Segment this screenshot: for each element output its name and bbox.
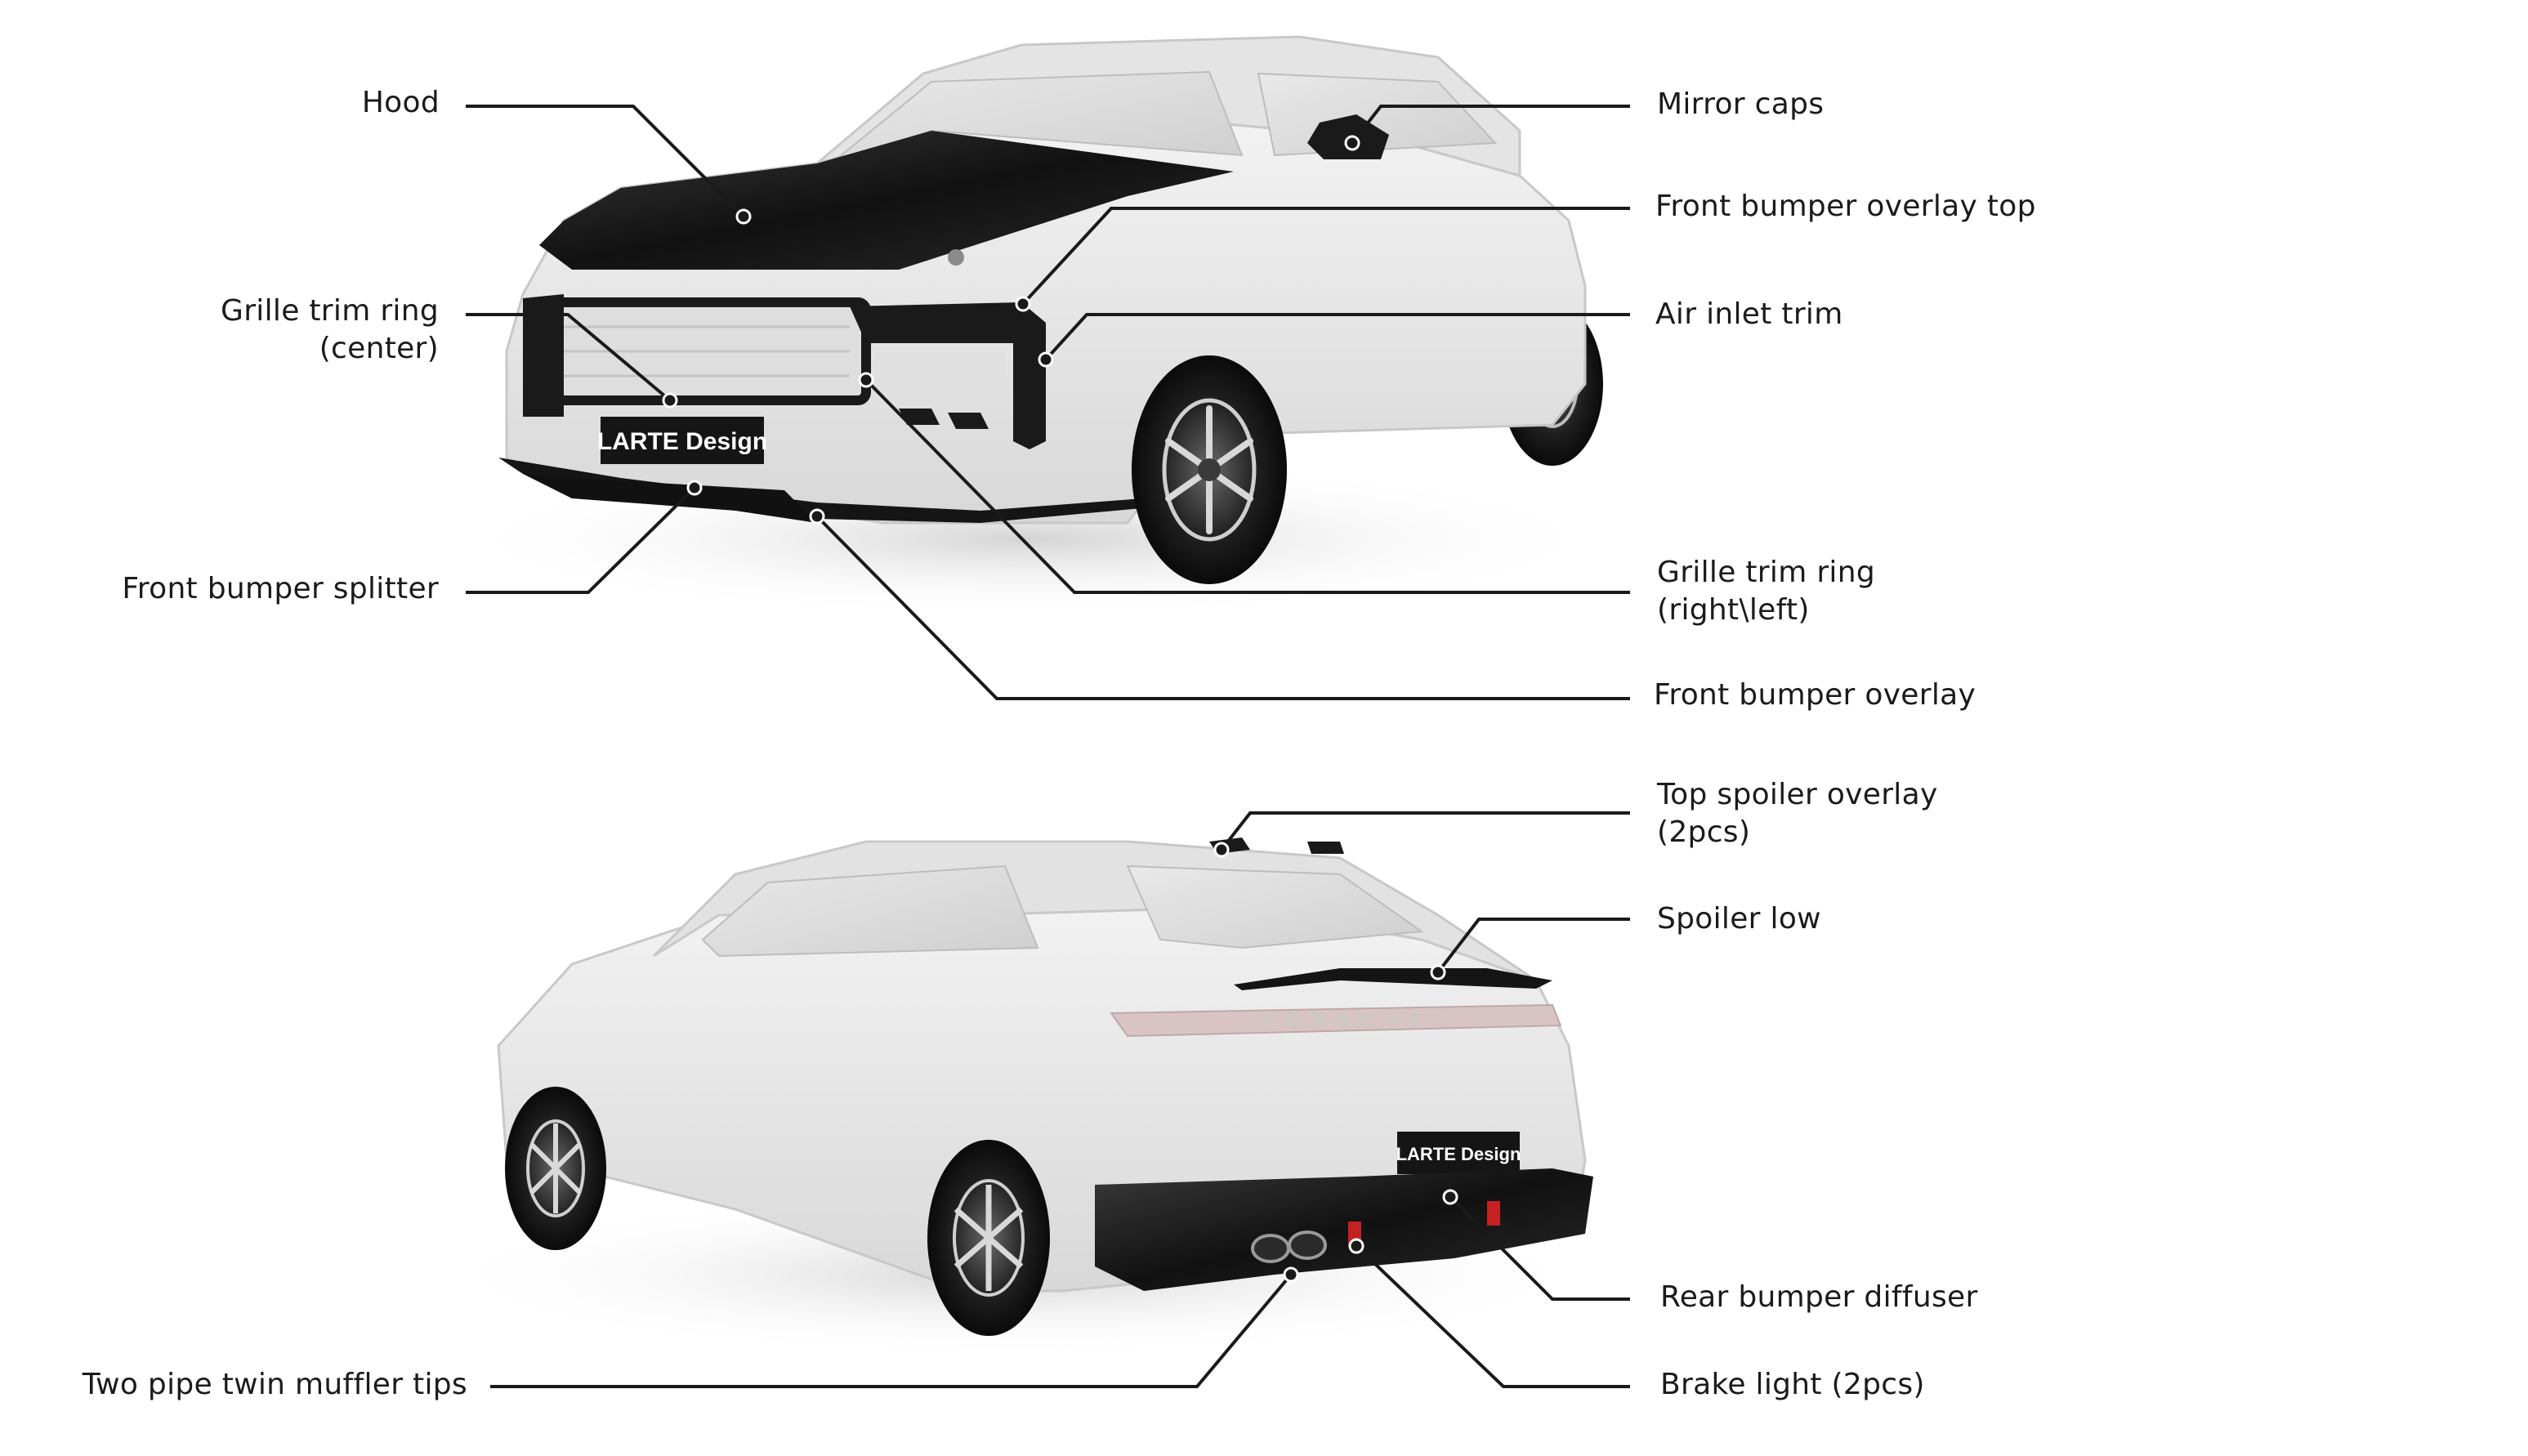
label-front-bumper-overlay-top: Front bumper overlay top <box>1655 190 2036 223</box>
front-car-front-wheel <box>1132 355 1287 584</box>
label-brake-light: Brake light (2pcs) <box>1660 1368 1925 1401</box>
rear-car-front-wheel <box>505 1087 606 1250</box>
leader-grille-center <box>466 313 672 402</box>
leader-front-bumper-overlay <box>815 515 1630 700</box>
front-car-hood <box>539 131 1234 270</box>
front-car-plate-text: LARTE Design <box>597 428 767 455</box>
rear-car-top-spoiler-2 <box>1307 842 1344 854</box>
label-top-spoiler-overlay: Top spoiler overlay (2pcs) <box>1657 778 1938 849</box>
rear-car-taillight <box>1110 1003 1562 1038</box>
rear-car: PORSCHE LARTE Design <box>425 837 1601 1356</box>
label-hood: Hood <box>361 86 440 119</box>
label-air-inlet-trim: Air inlet trim <box>1655 297 1843 331</box>
rear-car-muffler-tips <box>1251 1230 1327 1263</box>
front-car-license-plate <box>601 417 764 464</box>
label-front-bumper-splitter: Front bumper splitter <box>122 572 439 605</box>
leader-air-inlet-trim <box>1044 313 1630 361</box>
front-car: LARTE Design <box>441 35 1618 617</box>
leader-front-bumper-splitter <box>466 486 696 594</box>
front-car-inlet-fins <box>899 409 989 429</box>
rear-car-plate-text: LARTE Design <box>1396 1144 1521 1164</box>
label-front-bumper-overlay: Front bumper overlay <box>1654 678 1976 712</box>
leader-lines <box>466 105 1630 1388</box>
leader-front-bumper-overlay-top <box>1021 207 1630 306</box>
leader-rear-bumper-diffuser <box>1449 1195 1630 1301</box>
label-grille-trim-ring-rl: Grille trim ring (right\left) <box>1657 556 1875 627</box>
leader-brake-light <box>1355 1244 1630 1388</box>
label-spoiler-low: Spoiler low <box>1657 902 1821 936</box>
label-mirror-caps: Mirror caps <box>1657 87 1825 121</box>
front-car-grille-mesh <box>547 325 850 377</box>
leader-muffler-tips <box>490 1273 1293 1388</box>
leader-grille-rl <box>864 378 1630 594</box>
front-car-hood-badge <box>948 249 964 266</box>
rear-car-rear-wheel <box>927 1140 1050 1336</box>
rear-car-wordmark: PORSCHE <box>1264 1010 1433 1030</box>
front-car-right-inlet <box>850 302 1046 449</box>
leader-spoiler-low <box>1436 918 1630 974</box>
label-rear-bumper-diffuser: Rear bumper diffuser <box>1660 1280 1978 1314</box>
front-car-right-inlet-inner <box>874 351 1005 392</box>
label-grille-trim-ring-center: Grille trim ring (center) <box>221 294 439 365</box>
rear-car-side-window <box>701 864 1039 958</box>
rear-car-diffuser <box>1095 1168 1593 1291</box>
label-two-pipe-twin-muffler-tips: Two pipe twin muffler tips <box>82 1368 467 1401</box>
rear-car-spoiler-low <box>1234 968 1552 990</box>
front-car-bumper-lower <box>523 474 817 523</box>
rear-car-brake-light-right <box>1487 1201 1500 1226</box>
front-car-left-inlet <box>523 294 564 417</box>
leader-mirror-caps <box>1351 105 1630 145</box>
rear-car-license-plate <box>1397 1132 1520 1174</box>
rear-car-rear-window <box>1126 864 1424 949</box>
leader-dots <box>662 135 1458 1283</box>
leader-top-spoiler-overlay <box>1220 811 1630 851</box>
leader-hood <box>466 105 745 218</box>
